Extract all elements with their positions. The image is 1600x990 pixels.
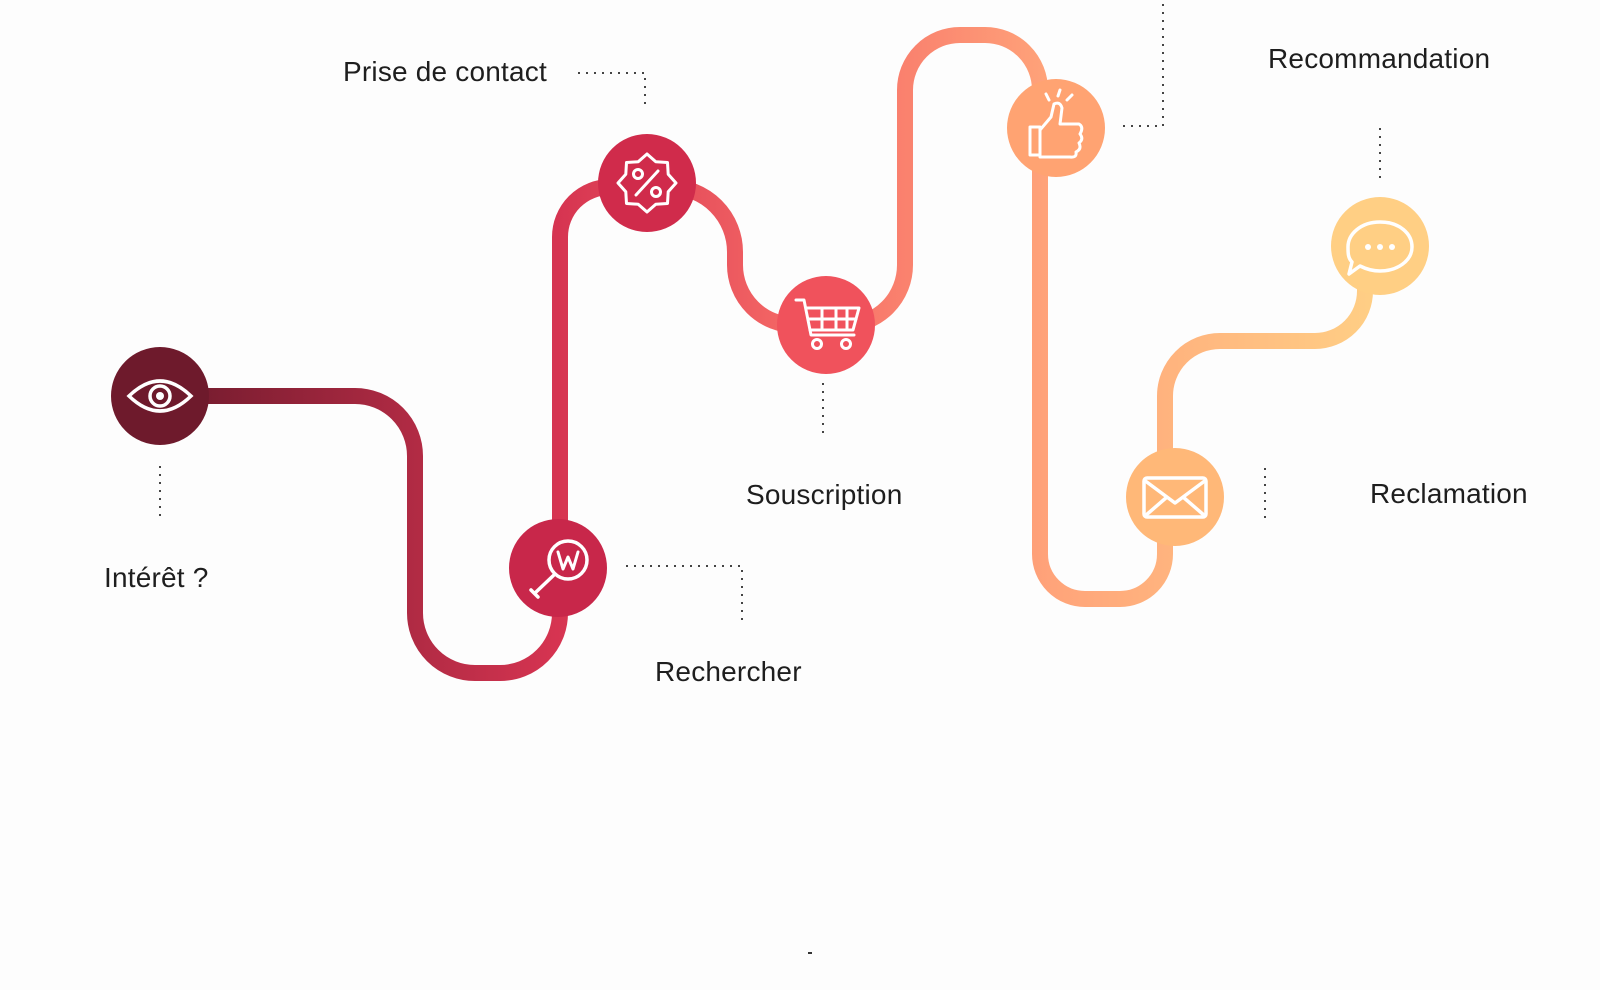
label-interet: Intérêt ?	[104, 562, 209, 593]
step-thumbs	[1007, 79, 1105, 177]
connector-rechercher	[626, 565, 743, 622]
label-rechercher: Rechercher	[655, 656, 802, 687]
envelope-icon	[1142, 476, 1208, 519]
label-recommandation: Recommandation	[1268, 43, 1491, 74]
shopping-cart-icon	[794, 298, 861, 350]
connectors	[159, 2, 1381, 622]
eye-icon	[126, 379, 194, 413]
connector-thumbs	[1123, 2, 1164, 127]
connector-prise	[578, 72, 646, 106]
search-web-icon	[529, 539, 589, 599]
label-reclamation: Reclamation	[1370, 478, 1528, 509]
journey-path	[152, 27, 1373, 681]
small-dash	[808, 952, 812, 954]
label-prise-de-contact: Prise de contact	[343, 56, 547, 87]
step-souscription	[777, 276, 875, 374]
discount-badge-icon	[616, 152, 678, 214]
thumbs-up-icon	[1028, 88, 1084, 159]
step-prise	[598, 134, 696, 232]
chat-bubble-icon	[1346, 220, 1414, 276]
label-souscription: Souscription	[746, 479, 903, 510]
step-reclamation	[1126, 448, 1224, 546]
step-recommandation	[1331, 197, 1429, 295]
step-rechercher	[509, 519, 607, 617]
step-interet	[111, 347, 209, 445]
